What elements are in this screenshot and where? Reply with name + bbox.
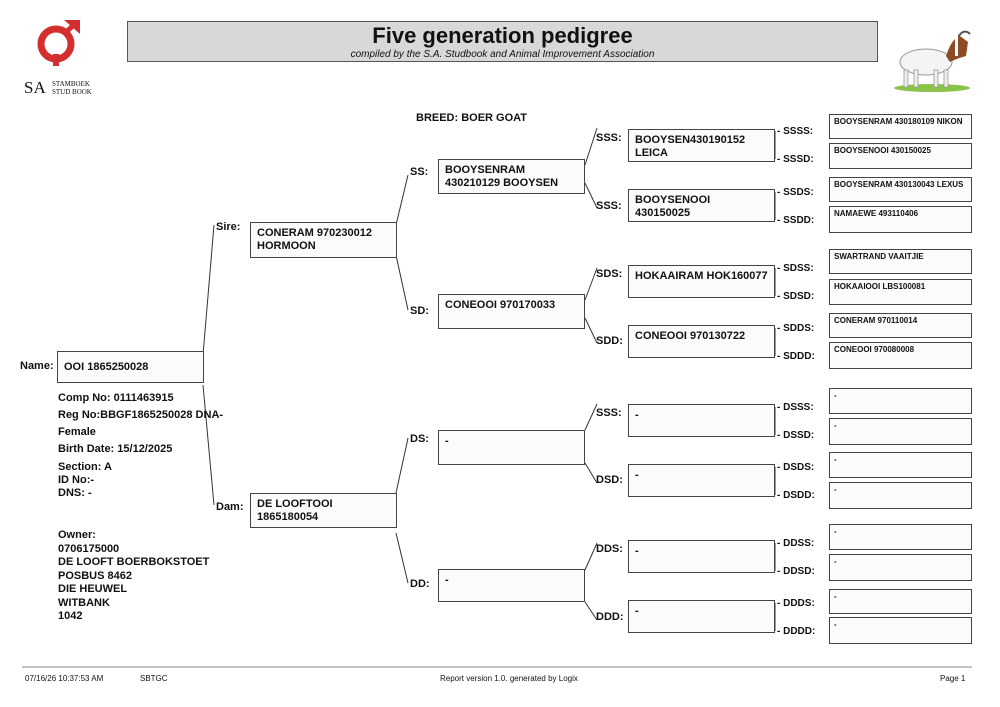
gen4-label: - SDSD: — [777, 291, 815, 302]
subject-box: OOI 1865250028 — [57, 351, 204, 383]
logo-mark-icon — [37, 20, 80, 66]
dns: DNS: - — [58, 487, 92, 499]
name-label: Name: — [20, 360, 54, 372]
gen4-box: - — [829, 482, 972, 509]
ds-label: DS: — [410, 433, 429, 445]
gen4-box: SWARTRAND VAAITJIE — [829, 249, 972, 274]
gen4-label: - DSDD: — [777, 490, 815, 501]
owner-line: DIE HEUWEL — [58, 583, 128, 595]
sd-box: CONEOOI 970170033 — [438, 294, 585, 329]
gen4-label: - SSSS: — [777, 126, 814, 137]
footer-code: SBTGC — [140, 674, 168, 683]
sdd-label: SDD: — [596, 335, 623, 347]
header-banner: Five generation pedigree compiled by the… — [127, 21, 878, 62]
reg-no: Reg No:BBGF1865250028 DNA- — [58, 409, 224, 421]
owner-line: POSBUS 8462 — [58, 569, 132, 582]
gen4-label: - DDDD: — [777, 626, 816, 637]
gen4-box: - — [829, 388, 972, 414]
sss-box: BOOYSEN430190152 LEICA — [628, 129, 775, 162]
logo-line2: STUD BOOK — [52, 88, 92, 96]
owner-line: DE LOOFT BOERBOKSTOET — [58, 556, 210, 568]
ddd-box: - — [628, 600, 775, 633]
sire-label: Sire: — [216, 221, 241, 233]
gen4-label: - SDDD: — [777, 351, 815, 362]
gen4-box: BOOYSENRAM 430130043 LEXUS — [829, 177, 972, 202]
gen4-box: - — [829, 617, 972, 644]
gen4-box: CONERAM 970110014 — [829, 313, 972, 338]
sss-label: SSS: — [596, 132, 622, 144]
dsd-label: DSD: — [596, 474, 623, 486]
sds-label: SDS: — [596, 268, 623, 280]
goat-illustration — [894, 30, 971, 92]
dss-box: - — [628, 404, 775, 437]
ssd-label: SSS: — [596, 200, 622, 212]
page-title: Five generation pedigree — [372, 23, 633, 48]
gen4-label: - DSSD: — [777, 430, 815, 441]
dds-label: DDS: — [596, 543, 623, 555]
footer-report: Report version 1.0. generated by Logix — [440, 674, 578, 683]
ss-label: SS: — [410, 166, 429, 178]
id-no: ID No:- — [58, 474, 95, 486]
gen4-label: - DDDS: — [777, 598, 815, 609]
dd-label: DD: — [410, 578, 430, 590]
gen4-label: - SSDD: — [777, 215, 815, 226]
gen4-label: - DDSS: — [777, 538, 815, 549]
gen4-label: - DSDS: — [777, 462, 815, 473]
gen4-label: - SSDS: — [777, 187, 814, 198]
gen4-label: - SDSS: — [777, 263, 814, 274]
footer-datetime: 07/16/26 10:37:53 AM — [25, 674, 104, 683]
gen4-box: - — [829, 452, 972, 478]
dss-label: SSS: — [596, 407, 622, 419]
gen4-label: - SDDS: — [777, 323, 815, 334]
ddd-label: DDD: — [596, 611, 624, 623]
footer-page: Page 1 — [940, 674, 966, 683]
gen4-label: - DSSS: — [777, 402, 814, 413]
owner-line: WITBANK — [58, 596, 110, 609]
gen4-box: BOOYSENOOI 430150025 — [829, 143, 972, 169]
sire-box: CONERAM 970230012 HORMOON — [250, 222, 397, 258]
gen4-box: - — [829, 418, 972, 445]
dd-box: - — [438, 569, 585, 602]
dam-label: Dam: — [216, 501, 244, 513]
gen4-label: - DDSD: — [777, 566, 815, 577]
owner-label: Owner: — [58, 529, 96, 541]
sex: Female — [58, 426, 96, 438]
gen4-box: - — [829, 524, 972, 550]
stud-book-logo: SA STAMBOEK STUD BOOK — [22, 18, 107, 98]
breed-label: BREED: BOER GOAT — [416, 112, 528, 124]
logo-line1: STAMBOEK — [52, 80, 90, 88]
gen4-label: - SSSD: — [777, 154, 814, 165]
owner-line: 0706175000 — [58, 542, 120, 555]
comp-no: Comp No: 0111463915 — [58, 392, 174, 404]
gen4-box: - — [829, 554, 972, 581]
gen4-box: - — [829, 589, 972, 614]
dam-box: DE LOOFTOOI 1865180054 — [250, 493, 397, 528]
logo-prefix: SA — [24, 78, 46, 97]
gen4-box: NAMAEWE 493110406 — [829, 206, 972, 233]
page-subtitle: compiled by the S.A. Studbook and Animal… — [350, 49, 655, 60]
owner-block: Owner: 0706175000 DE LOOFT BOERBOKSTOET … — [58, 529, 209, 624]
birth-date: Birth Date: 15/12/2025 — [58, 443, 173, 455]
gen4-box: BOOYSENRAM 430180109 NIKON — [829, 114, 972, 139]
sdd-box: CONEOOI 970130722 — [628, 325, 775, 358]
owner-line: 1042 — [58, 610, 83, 622]
section: Section: A — [58, 461, 112, 473]
animal-details: Comp No: 0111463915 Reg No:BBGF186525002… — [58, 390, 223, 500]
sd-label: SD: — [410, 305, 429, 317]
ss-box: BOOYSENRAM 430210129 BOOYSEN — [438, 159, 585, 194]
ssd-box: BOOYSENOOI 430150025 — [628, 189, 775, 222]
gen4-box: HOKAAIOOI LBS100081 — [829, 279, 972, 305]
dsd-box: - — [628, 464, 775, 497]
dds-box: - — [628, 540, 775, 573]
sds-box: HOKAAIRAM HOK160077 — [628, 265, 775, 298]
gen4-box: CONEOOI 970080008 — [829, 342, 972, 369]
ds-box: - — [438, 430, 585, 465]
